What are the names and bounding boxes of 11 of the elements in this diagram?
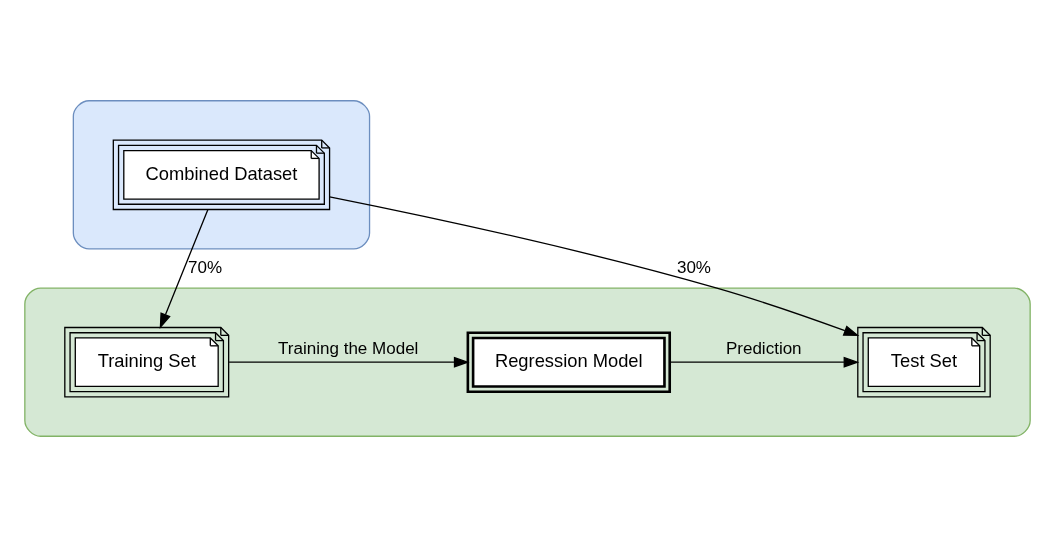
cluster (72, 99, 371, 249)
edge-label: 30% (676, 257, 711, 277)
cluster (24, 287, 1031, 437)
arrow (328, 195, 860, 336)
arrow (159, 208, 209, 329)
arrow (228, 356, 470, 368)
arrow (669, 356, 860, 368)
edge-label: Training the Model (278, 338, 419, 358)
edge-label: 70% (188, 257, 223, 277)
node-box: Regression Model (466, 330, 671, 393)
edge-label: Prediction (725, 338, 802, 358)
